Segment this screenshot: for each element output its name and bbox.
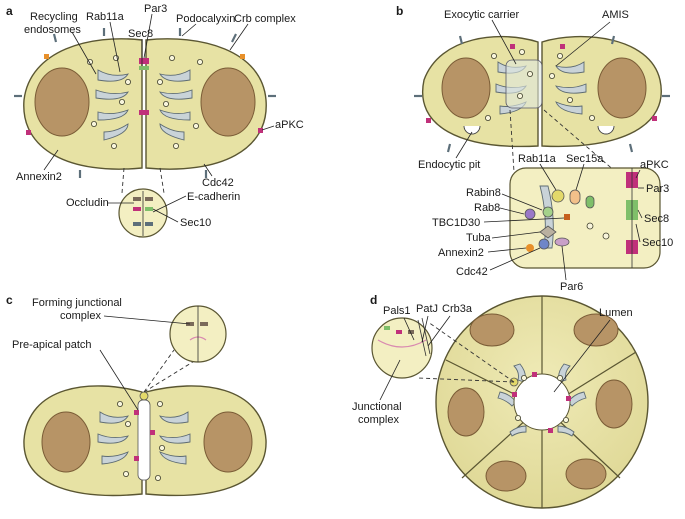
label-patj: PatJ bbox=[416, 303, 438, 315]
label-rab11a-a: Rab11a bbox=[86, 11, 125, 23]
label-cdc42-b: Cdc42 bbox=[456, 266, 488, 278]
label-recycling-endosomes-text: Recycling bbox=[30, 11, 78, 23]
panel-b-nucleus-left bbox=[441, 57, 491, 119]
label-par3-b: Par3 bbox=[646, 183, 669, 195]
label-rab11a-b: Rab11a bbox=[518, 153, 557, 165]
panel-b-membrane-proteins bbox=[414, 35, 670, 153]
panel-b-endocytic-pits bbox=[463, 125, 615, 135]
panel-d: d bbox=[352, 293, 649, 509]
panel-b-vesicles bbox=[484, 49, 596, 122]
panel-b-amis-box bbox=[505, 59, 543, 109]
label-sec8-a: Sec8 bbox=[128, 28, 153, 40]
label-cdc42-a: Cdc42 bbox=[202, 177, 234, 189]
panel-d-letter: d bbox=[370, 293, 377, 307]
label-forming-junctional-complex-2: complex bbox=[60, 310, 101, 322]
panel-b-nucleus-right bbox=[597, 57, 647, 119]
label-annexin2-b: Annexin2 bbox=[438, 247, 484, 259]
panel-a-golgi bbox=[95, 69, 193, 141]
panel-a-zoom-junction bbox=[133, 191, 153, 236]
panel-c-pre-apical-patch bbox=[137, 399, 151, 481]
label-recycling-endosomes-text-2: endosomes bbox=[24, 24, 81, 36]
label-apkc-b: aPKC bbox=[640, 159, 669, 171]
panel-a-letter: a bbox=[6, 4, 13, 18]
panel-b-zoom-contents bbox=[524, 168, 638, 268]
label-tuba: Tuba bbox=[466, 232, 492, 244]
panel-c-nucleus-left bbox=[41, 411, 91, 473]
label-sec10-a: Sec10 bbox=[180, 217, 211, 229]
label-lumen: Lumen bbox=[599, 307, 633, 319]
panel-b-letter: b bbox=[396, 4, 403, 18]
label-endocytic-pit: Endocytic pit bbox=[418, 159, 480, 171]
panel-c-vesicles bbox=[117, 400, 165, 481]
panel-a-nucleus-left bbox=[34, 67, 90, 137]
panel-a: a bbox=[6, 3, 304, 238]
label-junctional-complex-1: Junctional bbox=[352, 401, 402, 413]
label-sec8-b: Sec8 bbox=[644, 213, 669, 225]
panel-d-nuclei bbox=[447, 313, 633, 492]
label-sec10-b: Sec10 bbox=[642, 237, 673, 249]
label-rabin8: Rabin8 bbox=[466, 187, 501, 199]
label-par6: Par6 bbox=[560, 281, 583, 293]
panel-c-golgi bbox=[97, 411, 191, 465]
label-apkc-a: aPKC bbox=[275, 119, 304, 131]
label-par3-a: Par3 bbox=[144, 3, 167, 15]
panel-d-lumen-markers bbox=[512, 372, 571, 433]
panel-b: b bbox=[396, 4, 673, 293]
panel-d-lumen bbox=[513, 373, 571, 431]
label-exocytic-carrier: Exocytic carrier bbox=[444, 9, 520, 21]
label-junctional-complex-2: complex bbox=[358, 414, 399, 426]
label-amis: AMIS bbox=[602, 9, 629, 21]
panel-d-golgi bbox=[497, 363, 587, 437]
panel-a-membrane-proteins bbox=[14, 28, 276, 178]
panel-c-nucleus-right bbox=[203, 411, 253, 473]
panel-c: c Formi bbox=[6, 293, 267, 497]
panel-d-zoom-contents bbox=[377, 317, 431, 357]
panel-d-zoom bbox=[371, 317, 433, 379]
label-occludin: Occludin bbox=[66, 197, 109, 209]
label-tbc1d30: TBC1D30 bbox=[432, 217, 480, 229]
panel-a-nucleus-right bbox=[200, 67, 256, 137]
label-podocalyxin: Podocalyxin bbox=[176, 13, 235, 25]
label-annexin2-a: Annexin2 bbox=[16, 171, 62, 183]
panel-c-letter: c bbox=[6, 293, 13, 307]
label-pre-apical-patch: Pre-apical patch bbox=[12, 339, 92, 351]
label-forming-junctional-complex-1: Forming junctional bbox=[32, 297, 122, 309]
label-crb-complex: Crb complex bbox=[234, 13, 296, 25]
label-e-cadherin: E-cadherin bbox=[187, 191, 240, 203]
label-rab8: Rab8 bbox=[474, 202, 500, 214]
label-crb3a: Crb3a bbox=[442, 303, 473, 315]
label-pals1: Pals1 bbox=[383, 305, 411, 317]
label-sec15a: Sec15a bbox=[566, 153, 604, 165]
panel-a-junction bbox=[139, 58, 149, 115]
